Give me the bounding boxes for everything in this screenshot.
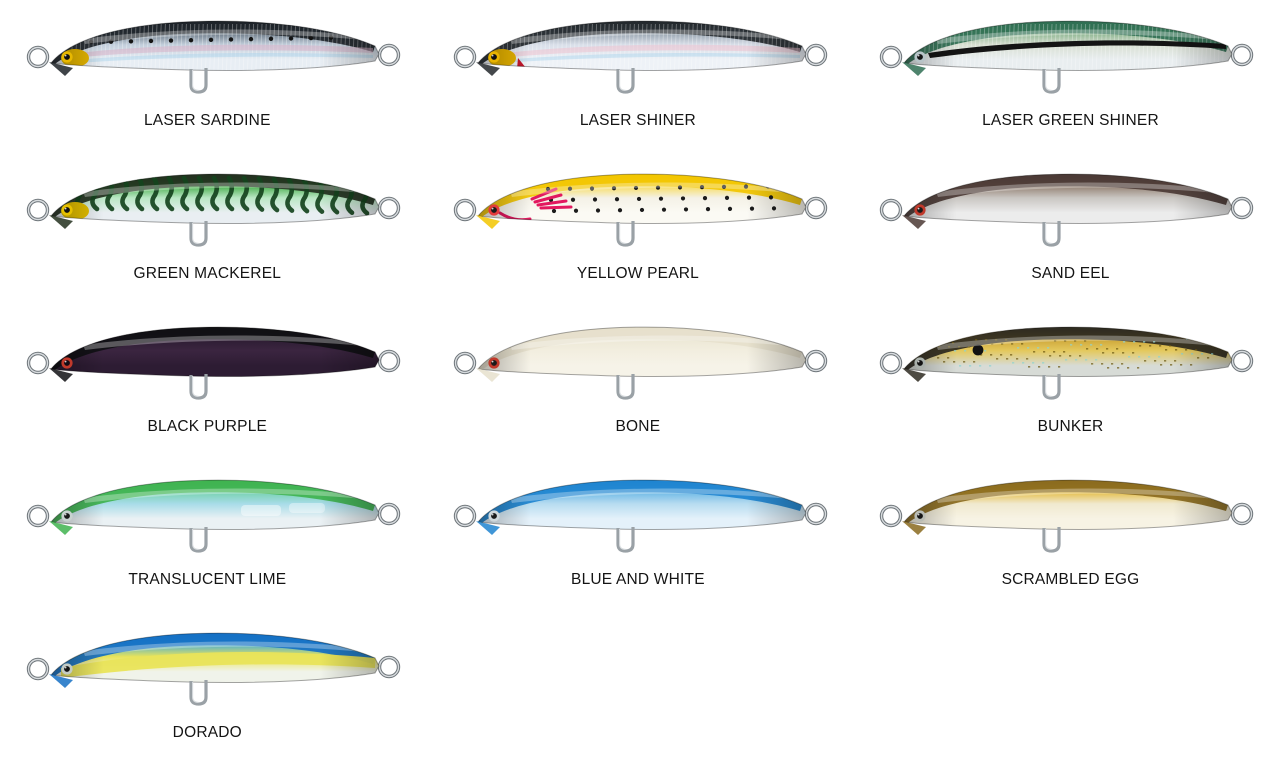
belly-hook-hanger <box>616 527 635 553</box>
lure-card[interactable]: LASER SARDINE <box>0 0 427 153</box>
lure-image-laser-shiner[interactable] <box>427 6 854 102</box>
lure-image-sand-eel[interactable] <box>853 159 1280 255</box>
lure-image-green-mackerel[interactable] <box>0 159 427 255</box>
lure-label: LASER GREEN SHINER <box>982 112 1159 129</box>
lure-label: LASER SARDINE <box>143 112 271 129</box>
lure-body <box>880 479 1254 553</box>
lure-image-scrambled-egg[interactable] <box>853 465 1280 561</box>
lure-label: BLUE AND WHITE <box>571 571 705 588</box>
lure-card[interactable]: DORADO <box>0 612 427 765</box>
belly-hook-hanger <box>189 68 208 94</box>
lure-card[interactable]: GREEN MACKEREL <box>0 153 427 306</box>
belly-hook-hanger <box>1042 68 1062 94</box>
belly-hook-hanger <box>616 68 635 94</box>
lure-label: SCRAMBLED EGG <box>1001 571 1140 588</box>
lure-card[interactable]: TRANSLUCENT LIME <box>0 459 427 612</box>
lure-card[interactable]: BONE <box>427 306 854 459</box>
lure-body <box>453 479 828 553</box>
lure-body <box>27 173 401 247</box>
lure-card[interactable]: SCRAMBLED EGG <box>853 459 1280 612</box>
lure-label: DORADO <box>172 724 242 741</box>
lure-label: BUNKER <box>1037 418 1104 435</box>
belly-hook-hanger <box>616 374 635 400</box>
belly-hook-hanger <box>189 680 208 706</box>
lure-image-bone[interactable] <box>427 312 854 408</box>
lure-image-laser-sardine[interactable] <box>0 6 427 102</box>
lure-card[interactable]: YELLOW PEARL <box>427 153 854 306</box>
lure-body <box>27 20 401 94</box>
belly-hook-hanger <box>189 374 208 400</box>
lure-label: TRANSLUCENT LIME <box>128 571 287 588</box>
lure-image-dorado[interactable] <box>0 618 427 714</box>
lure-body <box>880 20 1254 94</box>
belly-hook-hanger <box>616 221 635 247</box>
lure-label: BONE <box>615 418 661 435</box>
lure-label: LASER SHINER <box>579 112 696 129</box>
lure-card[interactable]: BLUE AND WHITE <box>427 459 854 612</box>
lure-card[interactable]: BUNKER <box>853 306 1280 459</box>
lure-image-laser-green-shiner[interactable] <box>853 6 1280 102</box>
lure-body <box>27 479 401 553</box>
lure-image-translucent-lime[interactable] <box>0 465 427 561</box>
belly-hook-hanger <box>1042 374 1062 400</box>
lure-body <box>880 326 1254 400</box>
lure-image-bunker[interactable] <box>853 312 1280 408</box>
belly-hook-hanger <box>189 527 208 553</box>
lure-body <box>453 173 828 247</box>
lure-card[interactable]: SAND EEL <box>853 153 1280 306</box>
lure-label: SAND EEL <box>1031 265 1110 282</box>
lure-body <box>27 326 401 400</box>
lure-card[interactable]: BLACK PURPLE <box>0 306 427 459</box>
lure-body <box>453 326 828 400</box>
lure-card[interactable]: LASER GREEN SHINER <box>853 0 1280 153</box>
belly-hook-hanger <box>1042 221 1062 247</box>
belly-hook-hanger <box>1042 527 1062 553</box>
lure-body <box>880 173 1254 247</box>
lure-label: YELLOW PEARL <box>576 265 699 282</box>
lure-label: BLACK PURPLE <box>147 418 268 435</box>
lure-body <box>453 20 828 94</box>
lure-card[interactable]: LASER SHINER <box>427 0 854 153</box>
belly-hook-hanger <box>189 221 208 247</box>
lure-image-black-purple[interactable] <box>0 312 427 408</box>
lure-label: GREEN MACKEREL <box>133 265 282 282</box>
lure-image-blue-and-white[interactable] <box>427 465 854 561</box>
lure-image-yellow-pearl[interactable] <box>427 159 854 255</box>
lure-body <box>27 632 401 706</box>
